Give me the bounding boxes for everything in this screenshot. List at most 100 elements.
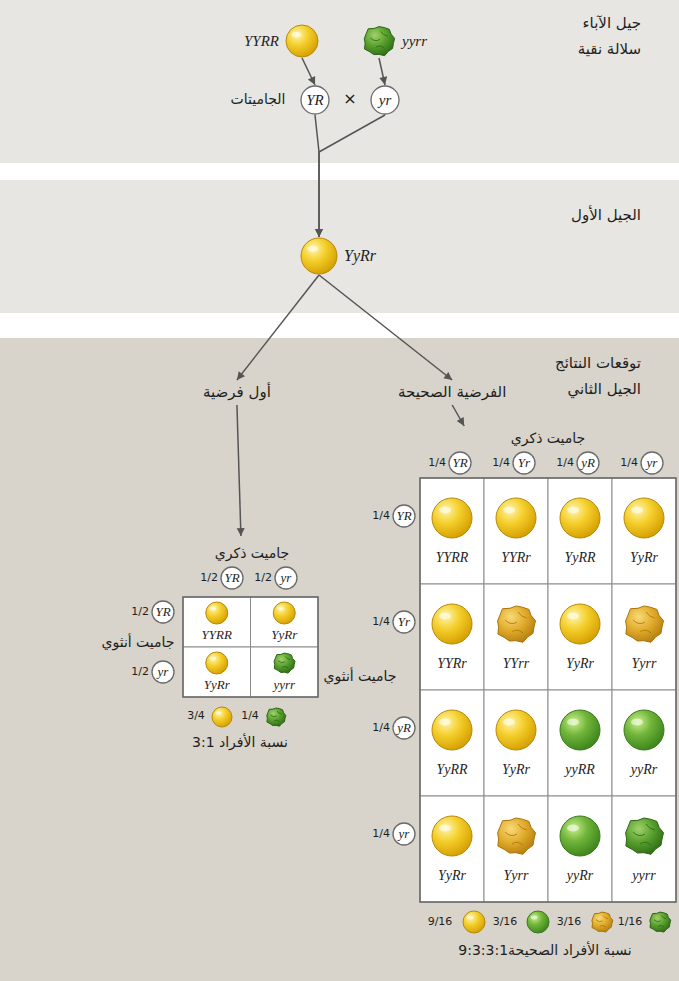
gamete-fraction: 1/2 — [131, 665, 149, 678]
punnett-cell — [548, 584, 612, 690]
pea-crease — [505, 612, 527, 633]
gamete-outline — [371, 86, 399, 114]
punnett-frame — [183, 597, 318, 697]
leader-line — [237, 405, 245, 536]
table-cell: YyRr — [204, 677, 230, 693]
axis-label: جاميت ذكري — [215, 545, 289, 562]
axis-label: جاميت أنثوي — [101, 634, 174, 651]
axis-label: جاميت ذكري — [511, 430, 585, 447]
pea-illustration — [626, 818, 664, 854]
gamete-outline — [221, 567, 243, 589]
punnett-cell — [612, 796, 676, 902]
pea-illustration — [301, 238, 337, 274]
pea-crease — [505, 824, 527, 845]
arrow-head — [443, 372, 452, 380]
pea-highlight — [439, 824, 451, 831]
gamete-outline — [275, 567, 297, 589]
gamete-circle: 1/2yr — [274, 566, 298, 590]
pea-highlight — [439, 506, 451, 513]
gamete-circle: 1/4Yr — [512, 451, 536, 475]
pea-highlight — [292, 32, 302, 38]
pea-icon — [362, 24, 396, 58]
pea-body — [273, 602, 295, 624]
pea-body — [527, 911, 549, 933]
gamete-symbol: yr — [647, 455, 658, 471]
table-cell: YYRR — [202, 627, 232, 643]
connector-line — [379, 58, 385, 85]
punnett-frame — [420, 478, 676, 902]
gamete-outline — [393, 717, 415, 739]
gamete-circle: 1/4yr — [392, 822, 416, 846]
hypothesis-label: أول فرضية — [200, 380, 274, 403]
gamete-circle: 1/2YR — [220, 566, 244, 590]
pea-body — [364, 27, 394, 56]
pea-crease — [596, 915, 608, 927]
band-label: الجيل الثاني — [567, 380, 641, 398]
table-cell: yyrr — [632, 868, 655, 885]
pea-highlight — [210, 657, 217, 661]
pea-illustration — [527, 911, 549, 933]
pea-body — [432, 710, 472, 750]
ratio-fraction: 3/4 — [187, 709, 205, 722]
gamete-symbol: YR — [306, 91, 324, 109]
punnett-cell — [251, 597, 319, 647]
table-cell: YyRR — [564, 550, 595, 567]
connector — [315, 115, 323, 237]
pea-icon — [285, 24, 319, 58]
connector-line — [319, 275, 452, 380]
genotype-label: YyRr — [344, 246, 376, 265]
connector — [379, 58, 387, 85]
pea-body — [432, 498, 472, 538]
table-cell: YYrr — [503, 656, 529, 673]
ratio-fraction: 3/16 — [557, 915, 582, 928]
gamete-fraction: 1/4 — [492, 456, 510, 469]
pea-highlight — [210, 607, 217, 611]
punnett-cell — [484, 796, 548, 902]
pea-highlight — [216, 711, 222, 715]
band-label: جيل الآباء — [583, 14, 641, 32]
pea-body — [498, 606, 536, 642]
gamete-outline — [393, 823, 415, 845]
gamete-symbol: yr — [281, 570, 292, 586]
pea-body — [432, 816, 472, 856]
punnett-cell — [420, 690, 484, 796]
gamete-circle: 1/4yR — [392, 716, 416, 740]
pea-body — [624, 498, 664, 538]
pea-illustration — [432, 710, 472, 750]
gamete-outline — [152, 661, 174, 683]
gamete-circle: 1/4yr — [640, 451, 664, 475]
pea-highlight — [631, 506, 643, 513]
pea-illustration — [592, 912, 613, 932]
connector-line — [319, 115, 385, 237]
gamete-circle: yr — [370, 85, 400, 115]
gamete-symbol: YR — [452, 455, 467, 471]
ratio-caption: 9:3:3:1نسبة الأفراد الصحيحة — [458, 942, 631, 959]
punnett-cell — [420, 796, 484, 902]
pea-body — [432, 604, 472, 644]
connector-line — [237, 405, 241, 536]
pea-body — [206, 652, 228, 674]
pea-body — [626, 818, 664, 854]
table-cell: YyRr — [438, 868, 466, 885]
gamete-fraction: 1/4 — [372, 615, 390, 628]
pea-highlight — [503, 506, 515, 513]
pea-illustration — [206, 652, 228, 674]
leader-line — [452, 405, 464, 426]
gamete-symbol: yr — [379, 91, 392, 109]
gamete-symbol: YR — [396, 508, 411, 524]
connector-line — [237, 275, 319, 380]
pea-body — [286, 25, 318, 57]
gamete-symbol: yr — [399, 826, 410, 842]
table-cell: YYRr — [501, 550, 531, 567]
pea-body — [592, 912, 613, 932]
pea-body — [463, 911, 485, 933]
arrow-head — [379, 76, 387, 85]
pea-illustration — [432, 604, 472, 644]
pea-crease — [633, 824, 655, 845]
pea-illustration — [364, 27, 394, 56]
pea-body — [560, 710, 600, 750]
pea-illustration — [496, 498, 536, 538]
pea-illustration — [498, 818, 536, 854]
